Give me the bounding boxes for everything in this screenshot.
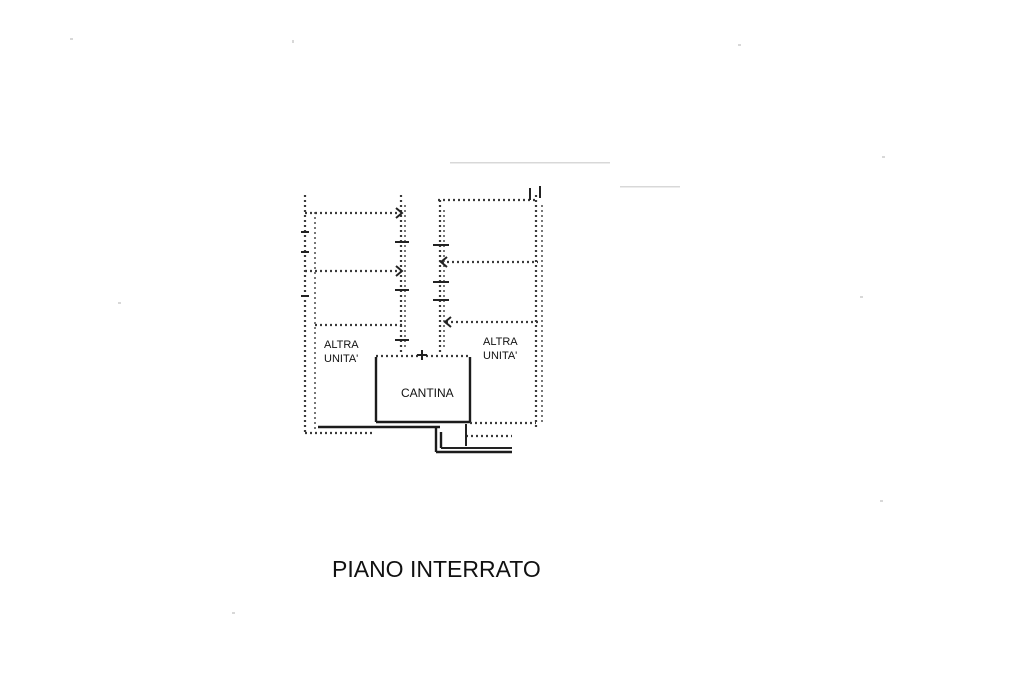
scan-noise <box>70 38 885 614</box>
right-unit-label-line1: ALTRA <box>483 336 518 348</box>
right-unit-label-line2: UNITA' <box>483 350 517 362</box>
plan-title: PIANO INTERRATO <box>332 556 541 582</box>
left-unit <box>301 195 440 435</box>
stair-corridor <box>434 424 512 454</box>
cantina-room <box>374 350 472 424</box>
cantina-label: CANTINA <box>401 386 454 400</box>
right-unit <box>433 186 543 438</box>
left-unit-label-line1: ALTRA <box>324 339 359 351</box>
left-unit-label-line2: UNITA' <box>324 353 358 365</box>
